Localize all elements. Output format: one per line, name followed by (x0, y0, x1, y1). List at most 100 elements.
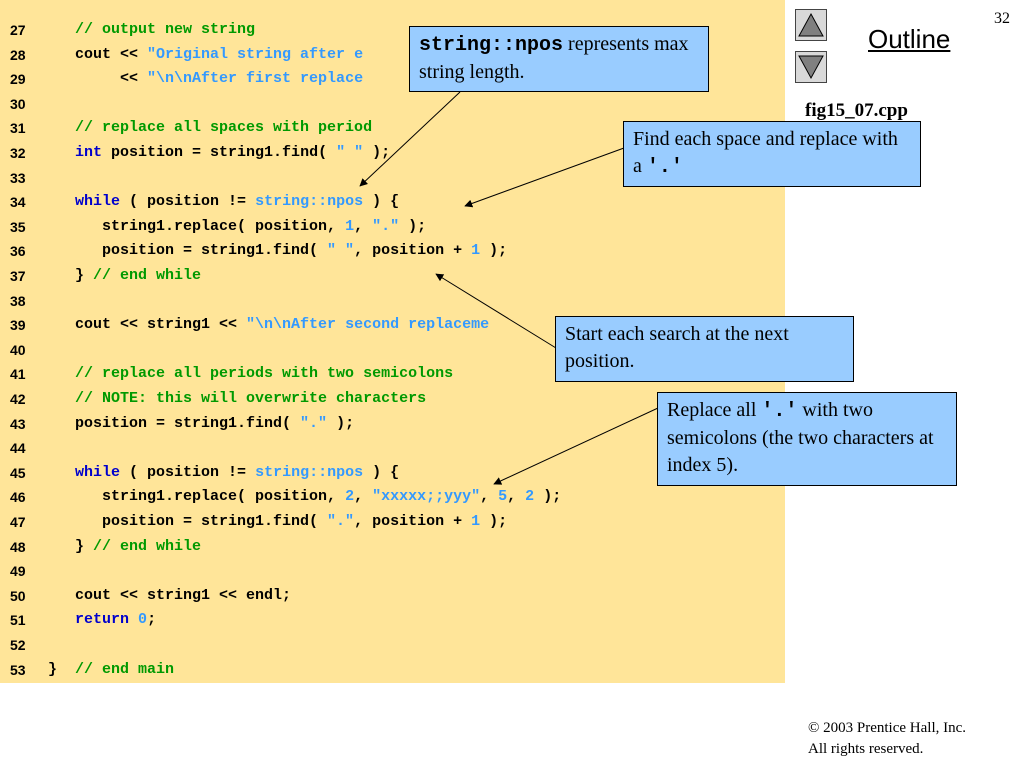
code-segment: position = string1.find( (48, 513, 328, 530)
line-number: 41 (10, 366, 26, 383)
code-text: int position = string1.find( " " ); (48, 141, 390, 165)
nav-up-button[interactable] (795, 9, 827, 41)
callout-replace-all-text-after: with two semicolons (the two characters … (667, 399, 934, 476)
code-text: position = string1.find( "." ); (48, 412, 354, 436)
callout-npos-code: string::npos (419, 34, 564, 57)
code-segment: position = string1.find( (48, 414, 301, 432)
line-number: 35 (10, 218, 26, 235)
line-number: 42 (10, 391, 26, 407)
string-literal: "\n\nAfter second replaceme (246, 316, 490, 334)
number-literal: 2 (525, 488, 535, 506)
line-number: 34 (10, 194, 26, 211)
callout-npos: string::npos represents max string lengt… (409, 26, 709, 92)
copyright: © 2003 Prentice Hall, Inc. All rights re… (808, 718, 966, 760)
callout-find-space: Find each space and replace with a '.' (623, 121, 921, 187)
code-segment: string1.replace( position, (48, 488, 346, 506)
code-text: } // end while (48, 535, 201, 559)
line-number: 29 (10, 71, 26, 88)
line-number: 38 (10, 292, 26, 309)
string-literal: " " (327, 242, 355, 260)
string-literal: " " (336, 144, 364, 161)
code-text: } // end main (48, 658, 174, 682)
code-text: // output new string (48, 18, 255, 42)
callout-npos-text: represents max string length. (419, 33, 689, 83)
code-segment: ) { (363, 463, 400, 481)
triangle-up-icon (798, 12, 824, 37)
code-segment: } (48, 660, 76, 678)
line-number: 45 (10, 464, 26, 481)
code-segment: string1.replace( position, (48, 217, 346, 235)
arrow-replace-all (493, 407, 659, 485)
line-number: 39 (10, 317, 26, 334)
string-literal: "xxxxx;;yyy" (372, 488, 481, 506)
code-text: while ( position != string::npos ) { (48, 461, 399, 485)
code-segment: , (507, 488, 526, 506)
code-segment: , (354, 217, 373, 235)
keyword: while (75, 463, 121, 481)
code-segment: } (48, 267, 94, 284)
nav-down-button[interactable] (795, 51, 827, 83)
line-number: 43 (10, 415, 26, 432)
line-number: 46 (10, 489, 26, 506)
line-number: 30 (10, 95, 26, 112)
keyword: int (75, 144, 103, 161)
number-literal: 2 (345, 488, 355, 506)
line-number: 31 (10, 120, 26, 137)
outline-link[interactable]: Outline (868, 24, 951, 54)
line-number: 28 (10, 46, 26, 63)
arrow-next-pos (435, 273, 557, 349)
line-number: 36 (10, 243, 26, 260)
code-text: cout << string1 << "\n\nAfter second rep… (48, 313, 489, 337)
code-text: // replace all spaces with period (48, 116, 372, 140)
code-text: cout << string1 << endl; (48, 584, 291, 608)
copyright-line-1: © 2003 Prentice Hall, Inc. (808, 720, 967, 736)
line-number: 52 (10, 637, 26, 653)
number-literal: 0 (138, 611, 148, 629)
code-segment: position = string1.find( (48, 242, 328, 260)
arrow-find-space (464, 147, 625, 208)
code-segment: ); (534, 488, 562, 506)
comment: // end while (93, 267, 202, 284)
number-literal: 1 (471, 513, 481, 530)
code-text: while ( position != string::npos ) { (48, 190, 399, 214)
callout-next-position-text: Start each search at the next position. (565, 323, 789, 372)
callout-next-position: Start each search at the next position. (555, 316, 854, 382)
code-text: string1.replace( position, 1, "." ); (48, 215, 426, 239)
string-literal: "." (327, 513, 355, 530)
arrow-npos (359, 91, 461, 187)
line-number: 50 (10, 587, 26, 604)
triangle-down-icon (798, 55, 824, 80)
line-number: 53 (10, 661, 26, 678)
code-text: string1.replace( position, 2, "xxxxx;;yy… (48, 485, 561, 509)
code-segment: ); (480, 242, 508, 260)
comment: // NOTE: this will overwrite characters (75, 390, 427, 407)
code-segment: , position + (354, 513, 472, 530)
string-literal: string::npos (255, 463, 364, 481)
comment: // end main (75, 660, 175, 678)
code-text: << "\n\nAfter first replace (48, 67, 363, 91)
copyright-line-2: All rights reserved. (808, 741, 924, 757)
code-segment: cout << string1 << (48, 316, 247, 334)
line-number: 40 (10, 341, 26, 358)
line-number: 47 (10, 514, 26, 530)
string-literal: string::npos (255, 193, 364, 211)
number-literal: 5 (498, 488, 508, 506)
code-segment: ); (399, 217, 427, 235)
line-number: 44 (10, 440, 26, 457)
line-number: 33 (10, 169, 26, 186)
code-text: // NOTE: this will overwrite characters (48, 387, 426, 411)
comment: // end while (93, 537, 202, 555)
line-number: 49 (10, 563, 26, 580)
code-segment: ); (480, 513, 508, 530)
comment: // replace all spaces with period (75, 119, 373, 137)
callout-replace-all-text-before: Replace all (667, 399, 762, 421)
code-text: cout << "Original string after e (48, 43, 363, 67)
keyword: while (75, 193, 121, 211)
code-segment: ) { (363, 193, 400, 211)
callout-find-space-code: '.' (646, 156, 683, 179)
code-segment: ); (363, 144, 391, 161)
code-text: position = string1.find( " ", position +… (48, 239, 507, 263)
code-text: // replace all periods with two semicolo… (48, 362, 453, 386)
string-literal: "Original string after e (147, 45, 364, 63)
code-segment: cout << string1 << endl; (48, 586, 292, 604)
